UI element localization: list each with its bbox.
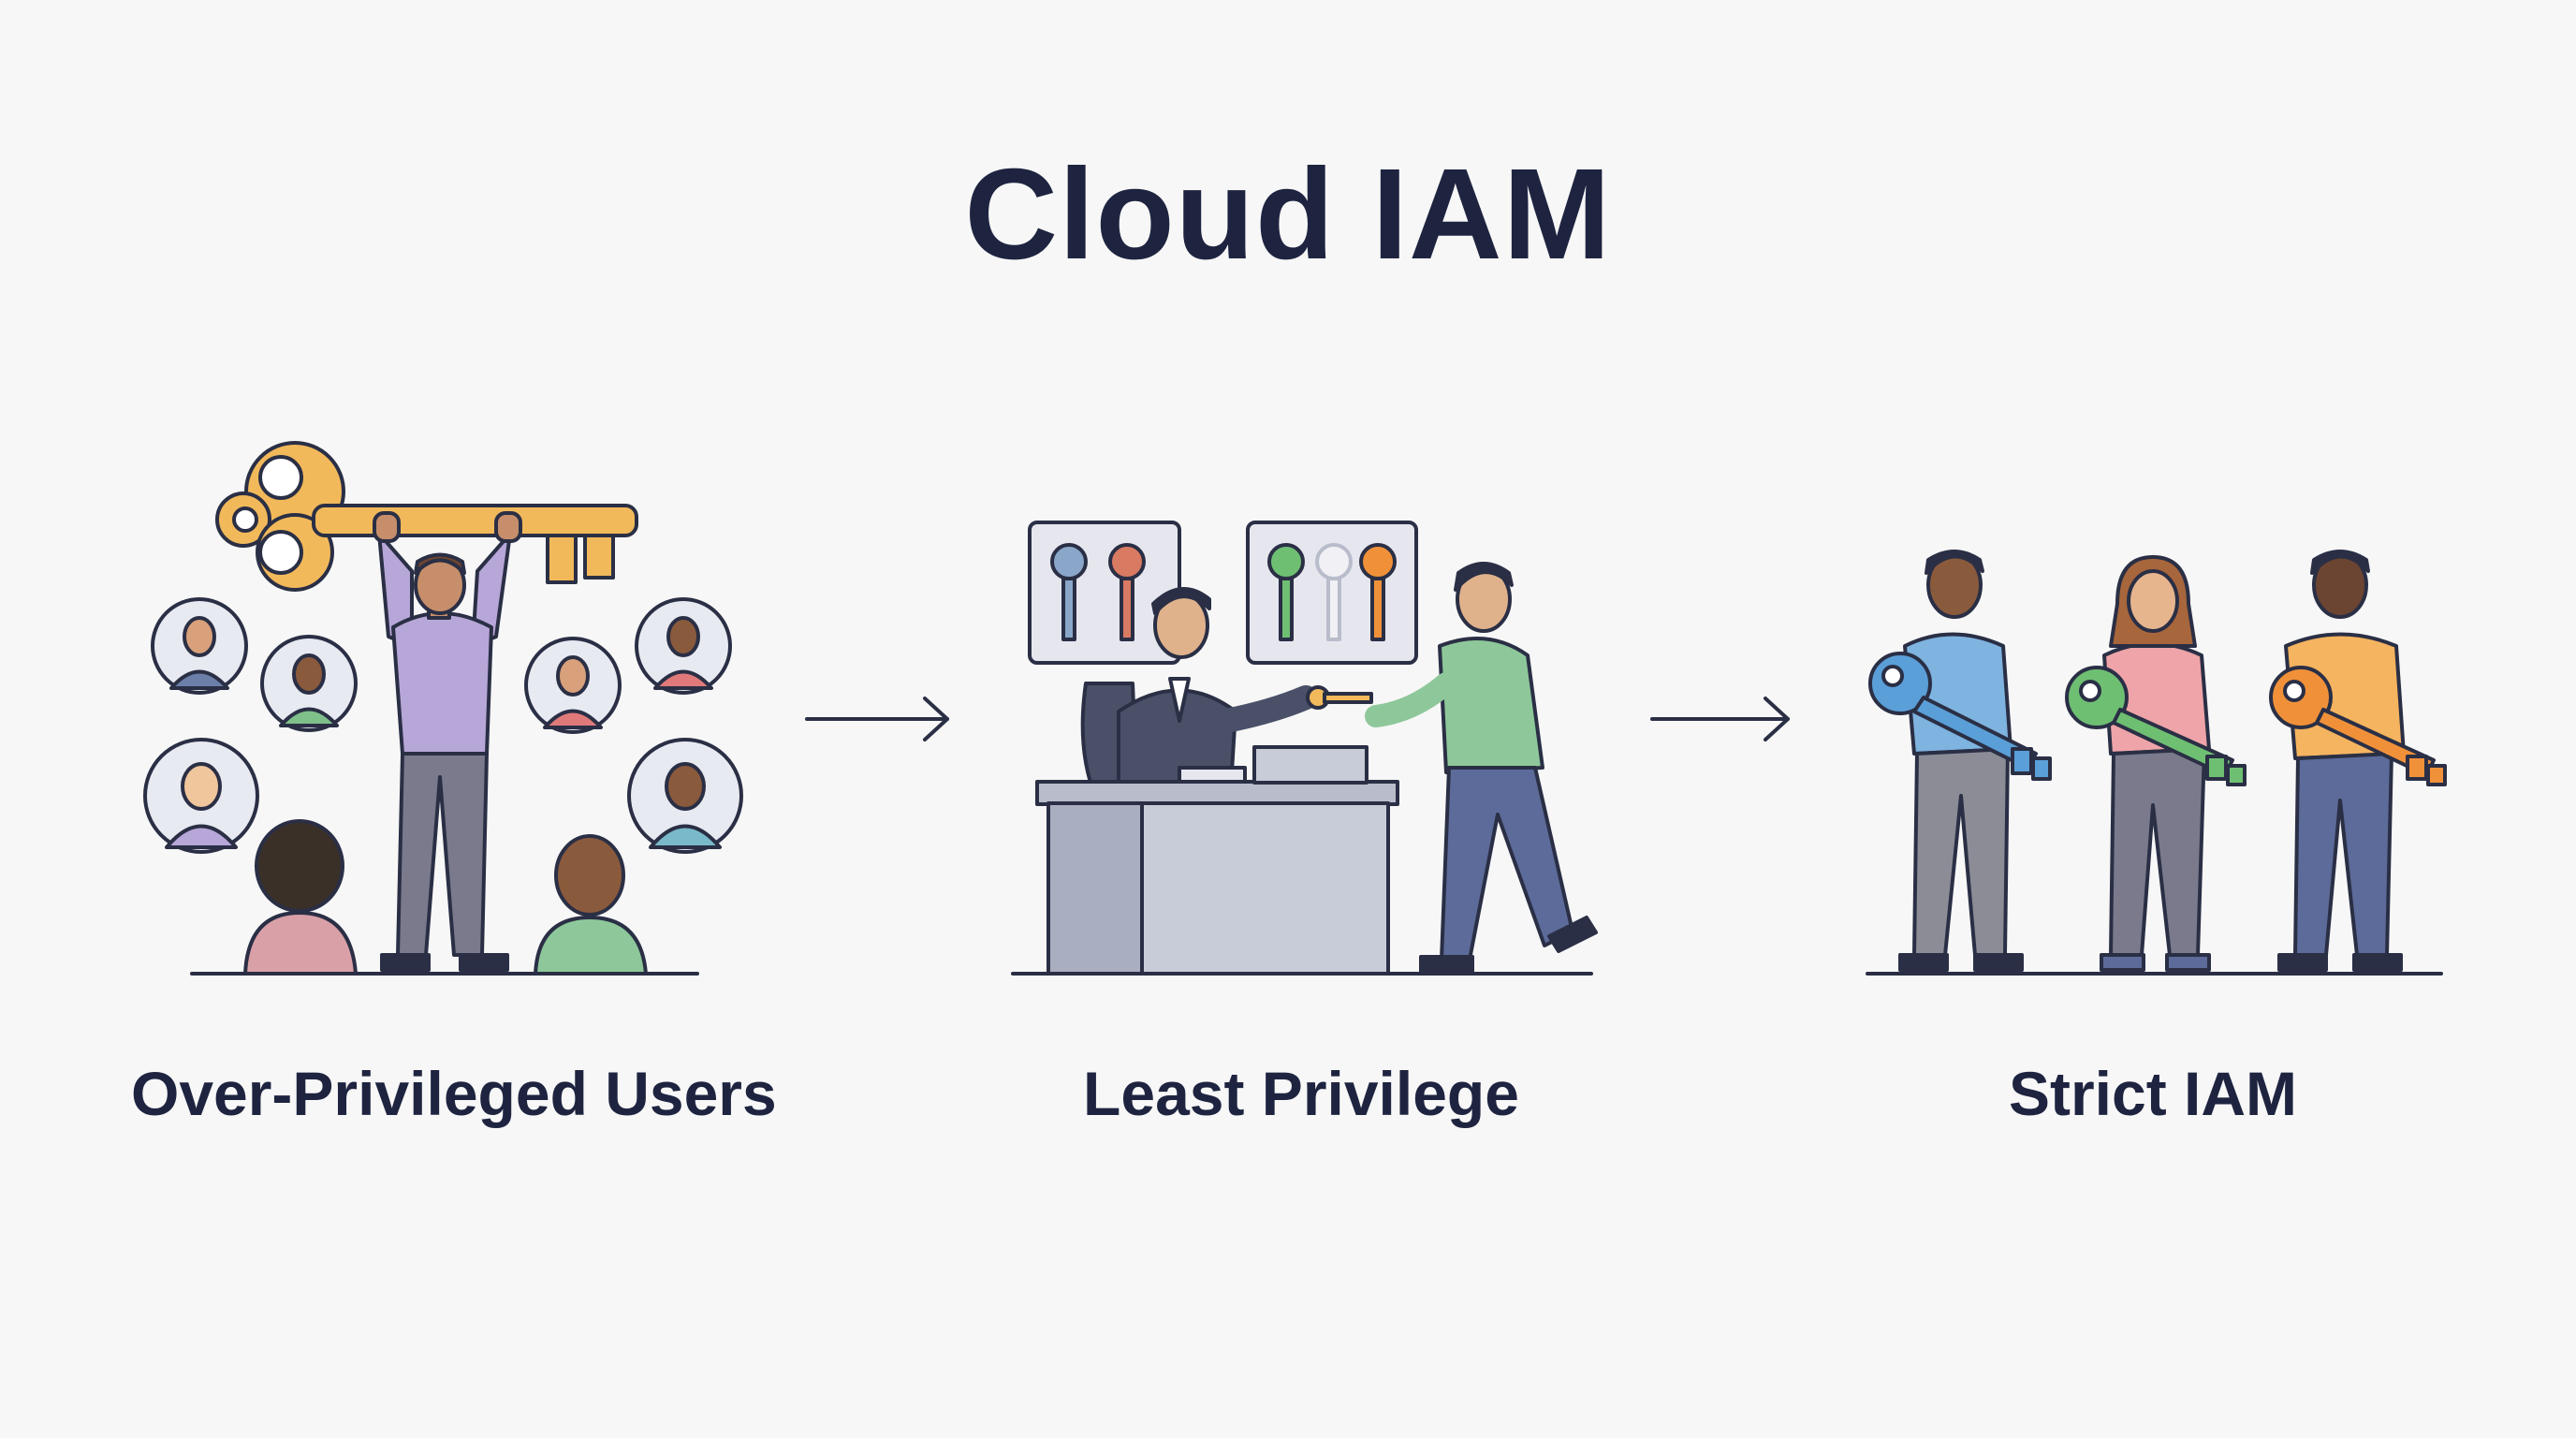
person-green-key (2065, 555, 2247, 972)
arrow-right-icon (805, 697, 949, 741)
small-key-icon (1050, 543, 1397, 641)
desk (1035, 745, 1399, 976)
key-holder-person (373, 511, 522, 972)
page-title: Cloud IAM (964, 142, 1612, 286)
stage-label-over-privileged: Over-Privileged Users (131, 1059, 777, 1128)
visitor-person (1365, 562, 1598, 974)
person-blue-key (1868, 550, 2052, 972)
arrow-right-icon (1650, 697, 1790, 741)
avatar-faces (165, 616, 722, 849)
strict-iam-illustration (1866, 550, 2447, 976)
seated-official-person (1117, 587, 1318, 788)
back-view-people (243, 819, 648, 976)
person-orange-key (2269, 550, 2447, 972)
least-privilege-illustration (1011, 521, 1598, 976)
stage-label-least-privilege: Least Privilege (1083, 1059, 1519, 1128)
orange-key-icon (2269, 666, 2447, 786)
blue-key-icon (1868, 652, 2052, 781)
green-key-icon (2065, 666, 2247, 786)
over-privileged-illustration (143, 441, 743, 976)
handover-key-icon (1306, 685, 1373, 710)
stage-label-strict-iam: Strict IAM (2008, 1059, 2298, 1128)
